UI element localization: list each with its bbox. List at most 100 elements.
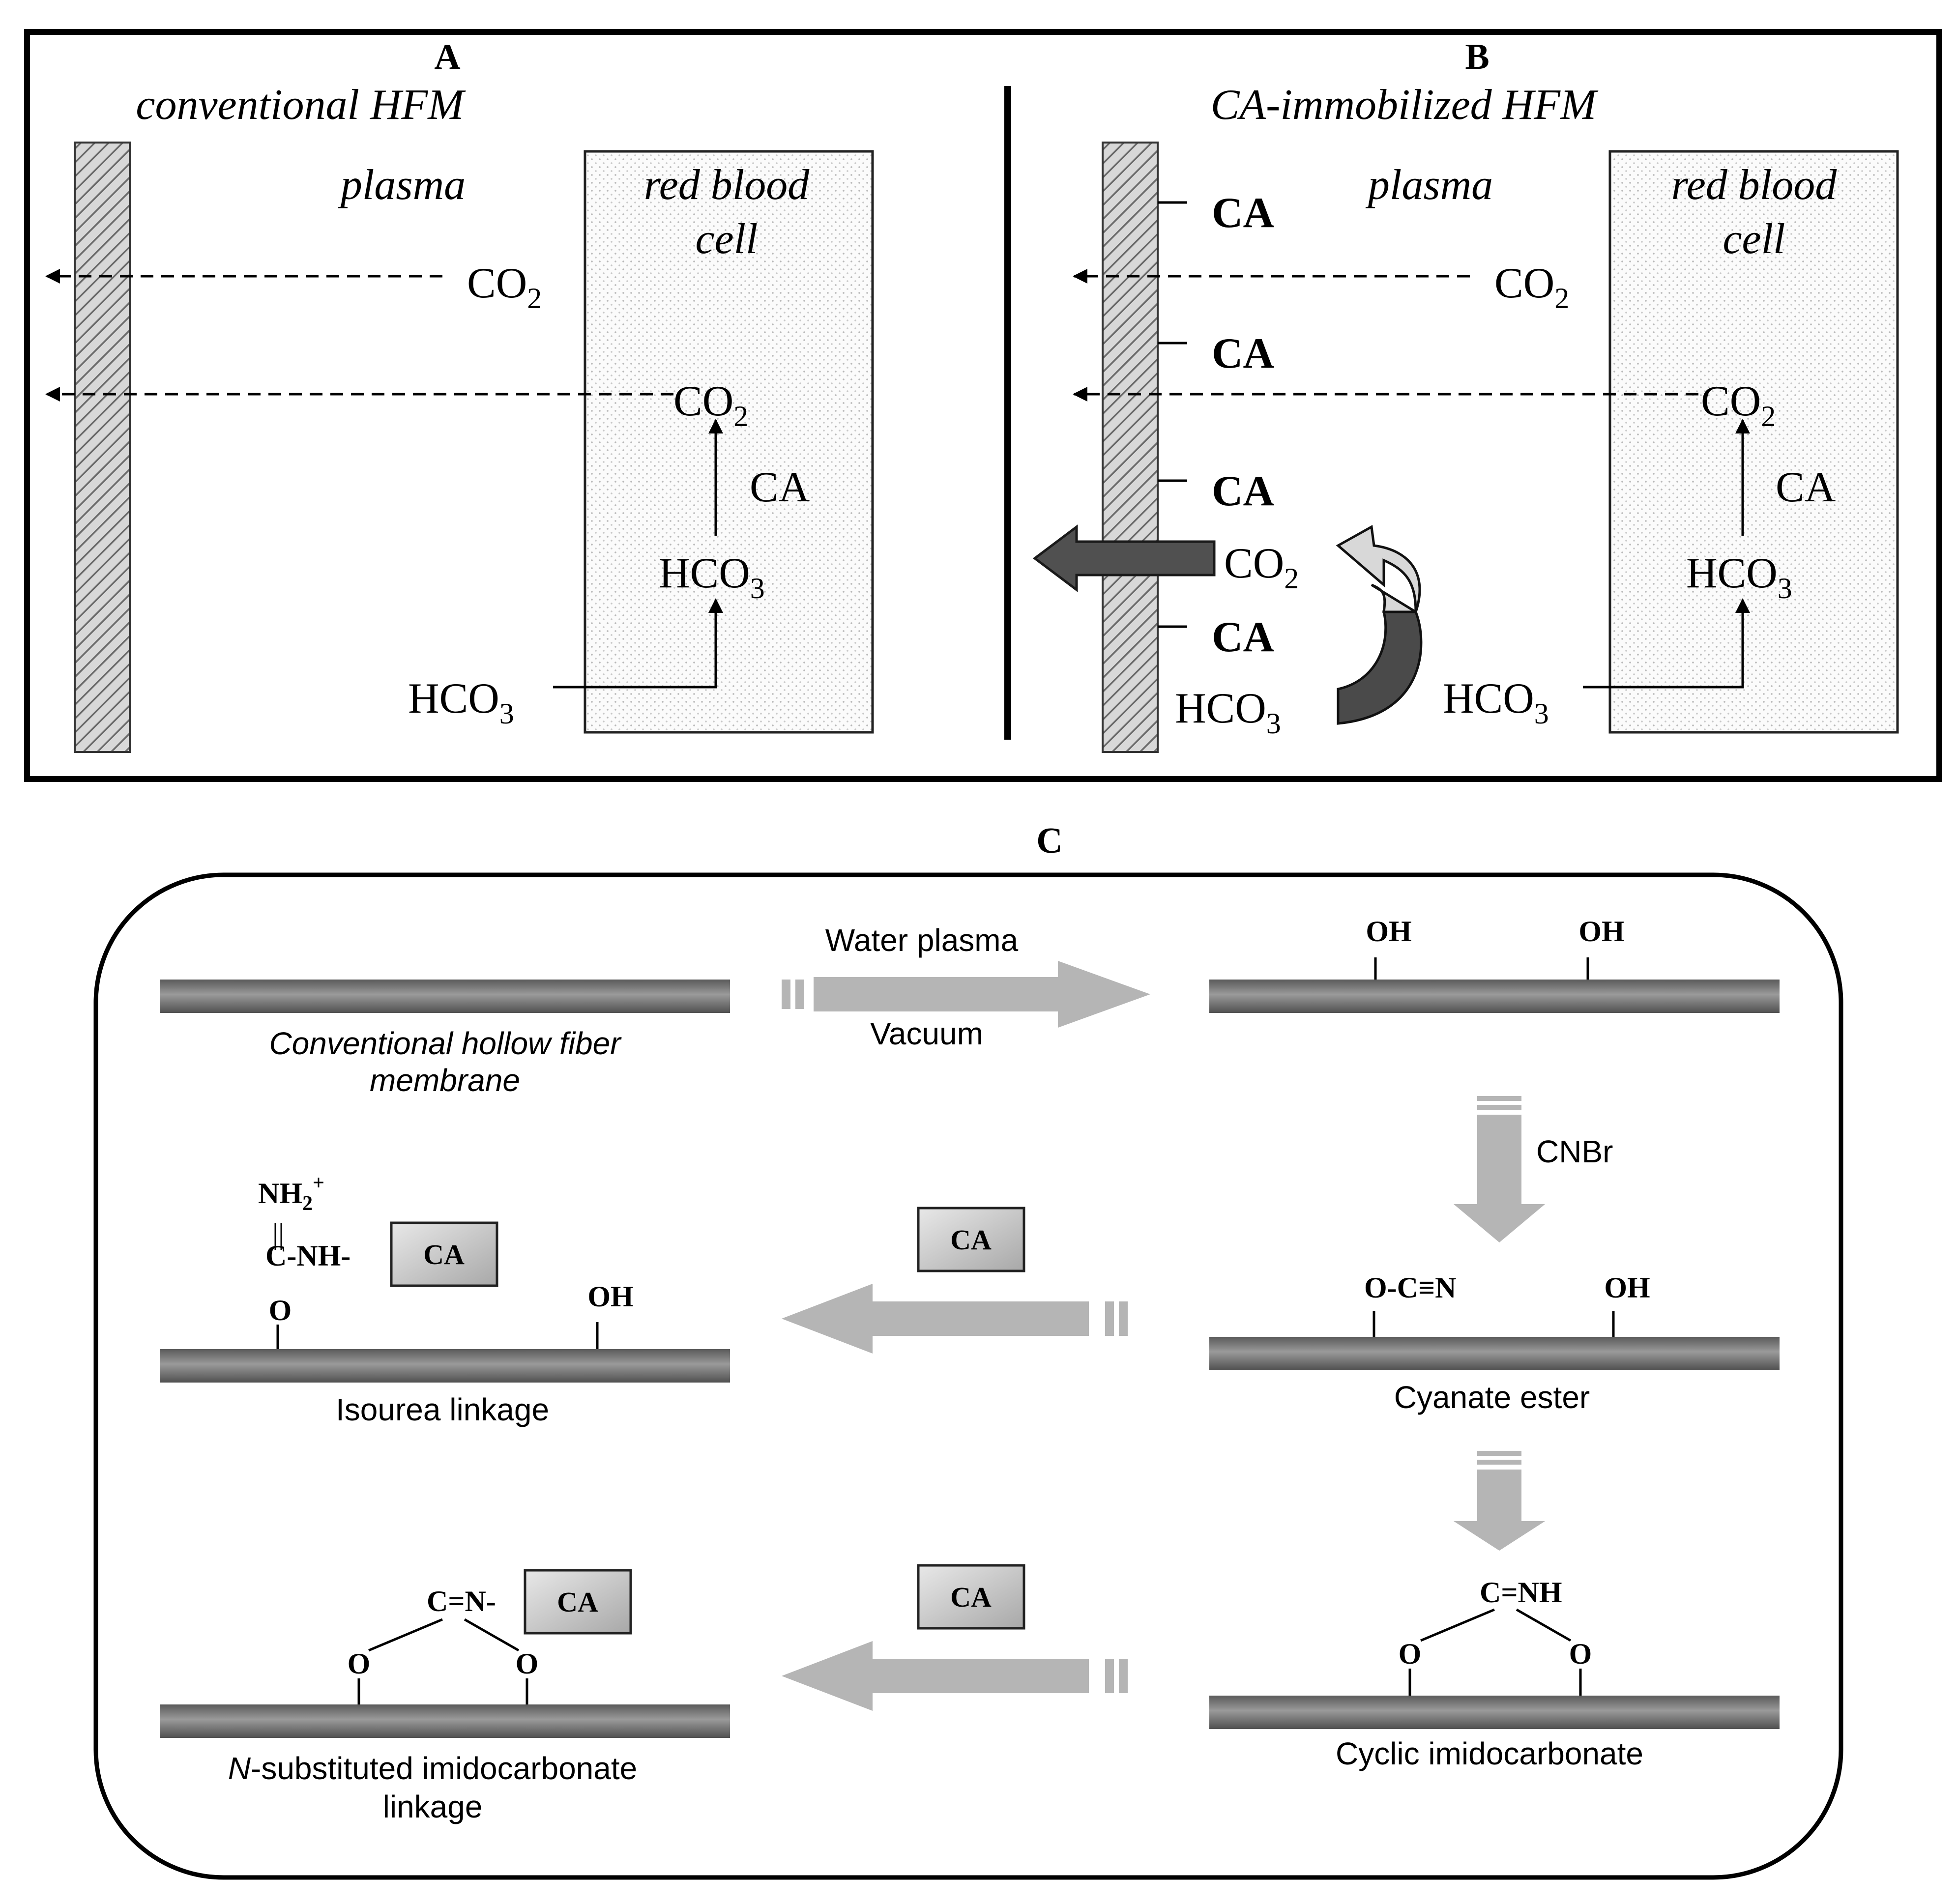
panel-b-title: CA-immobilized HFM: [1211, 81, 1599, 129]
rbc-label-b-2: cell: [1723, 215, 1785, 263]
cyclic-label: Cyclic imidocarbonate: [1336, 1736, 1643, 1771]
co2-label-a-top: CO2: [467, 260, 542, 315]
nsub-label-1: N-substituted imidocarbonate: [228, 1751, 637, 1786]
red-blood-cell-b: [1608, 150, 1899, 734]
isourea-o: O: [269, 1294, 292, 1327]
hco3-label-membrane: HCO3: [1175, 685, 1281, 740]
row3-arrow-dash-2: [1119, 1659, 1128, 1693]
ca-box-row2-label: CA: [950, 1224, 992, 1256]
co2-label-a-inner: CO2: [673, 377, 748, 433]
panel-a-title: conventional HFM: [136, 81, 466, 129]
nsub-label-2: linkage: [383, 1789, 483, 1824]
ca-label-b: CA: [1776, 463, 1836, 511]
panel-a: A conventional HFM plasma red blood cell…: [45, 37, 874, 753]
hco3-label-a-inner: HCO3: [659, 549, 765, 605]
isourea-nh2: NH2+: [258, 1172, 324, 1215]
panel-b: B CA-immobilized HFM plasma red blood ce…: [1032, 37, 1899, 753]
plasma-label-b: plasma: [1365, 161, 1493, 209]
nsub-bond-left: [368, 1618, 443, 1652]
ca-label-a: CA: [750, 463, 810, 511]
ca-box-nsub: [524, 1569, 632, 1635]
step2-label: CNBr: [1536, 1134, 1613, 1169]
facilitated-co2-arrow: [1032, 524, 1216, 593]
ca-box-isourea-label: CA: [423, 1239, 465, 1270]
nsub-group: C=N-: [427, 1585, 496, 1617]
step2-arrow-dash-1: [1477, 1096, 1521, 1101]
red-blood-cell-a: [584, 150, 874, 734]
membrane-b: [1102, 142, 1159, 753]
membrane-ca-3: CA: [1212, 467, 1274, 515]
panel-c-letter: C: [1036, 821, 1062, 861]
row2-arrow: [782, 1284, 1089, 1354]
step1-label-top: Water plasma: [825, 923, 1019, 958]
ca-box-row2: [917, 1207, 1025, 1272]
cyclic-group: C=NH: [1480, 1576, 1562, 1609]
co2-label-membrane: CO2: [1224, 540, 1299, 595]
cyclic-o-left: O: [1399, 1638, 1422, 1670]
panel-a-letter: A: [434, 37, 460, 77]
membrane-ca-2: CA: [1212, 330, 1274, 377]
membrane-a: [74, 142, 131, 753]
co2-label-b-inner: CO2: [1701, 377, 1776, 433]
panel-c: C Conventional hollow fiber membrane Wat…: [93, 821, 1843, 1880]
hco3-transport-arrow-a: [553, 598, 723, 689]
oh-3: OH: [1604, 1271, 1650, 1304]
step1-label-bottom: Vacuum: [870, 1016, 983, 1051]
cyclic-bond-right: [1516, 1608, 1572, 1642]
row2-arrow-dash-2: [1119, 1301, 1128, 1336]
ca-box-row3: [917, 1564, 1025, 1630]
step1-arrow-dash-1: [782, 980, 790, 1009]
oh-2: OH: [1578, 915, 1624, 948]
fiber-hydroxylated: [1209, 980, 1780, 1013]
conventional-label-2: membrane: [370, 1063, 520, 1098]
curved-conversion-arrow-upper: [1336, 525, 1421, 614]
conventional-label-1: Conventional hollow fiber: [269, 1026, 622, 1061]
cyanate-group: O-C≡N: [1364, 1271, 1457, 1304]
nsub-bond-right: [464, 1618, 520, 1652]
fiber-cyclic: [1209, 1696, 1780, 1729]
curved-conversion-arrow-lower: [1337, 610, 1423, 725]
rbc-label-a-1: red blood: [644, 161, 810, 209]
step2-arrow-dash-2: [1477, 1105, 1521, 1110]
step3-arrow-dash-2: [1477, 1460, 1521, 1465]
step1-arrow-dash-2: [795, 980, 804, 1009]
hco3-transport-arrow-b: [1583, 598, 1750, 689]
isourea-double-bond: ||: [272, 1217, 284, 1250]
nsub-o-right: O: [516, 1647, 539, 1680]
step3-arrow: [1454, 1470, 1545, 1551]
ca-box-isourea: [390, 1221, 498, 1287]
row2-arrow-dash-1: [1105, 1301, 1114, 1336]
cyclic-bond-left: [1420, 1608, 1495, 1642]
membrane-ca-4: CA: [1212, 613, 1274, 661]
nsub-o-left: O: [348, 1647, 371, 1680]
plasma-label-a: plasma: [338, 161, 466, 209]
hco3-label-b-inner: HCO3: [1686, 549, 1792, 605]
panel-b-letter: B: [1465, 37, 1489, 77]
hco3-label-a-outer: HCO3: [408, 675, 514, 730]
hco3-label-b-outer: HCO3: [1443, 675, 1549, 730]
rbc-label-a-2: cell: [695, 215, 758, 263]
fiber-isourea: [160, 1349, 730, 1383]
isourea-chain: C-NH-: [265, 1240, 351, 1272]
row3-arrow: [782, 1641, 1089, 1711]
fiber-conventional: [160, 980, 730, 1013]
isourea-label: Isourea linkage: [336, 1392, 549, 1427]
oh-1: OH: [1366, 915, 1411, 948]
panel-c-frame: [93, 872, 1843, 1880]
step3-arrow-dash-1: [1477, 1451, 1521, 1456]
oh-4: OH: [587, 1280, 633, 1313]
step2-arrow: [1454, 1115, 1545, 1242]
co2-label-b-top: CO2: [1494, 260, 1569, 315]
rbc-label-b-1: red blood: [1671, 161, 1837, 209]
ca-box-row3-label: CA: [950, 1581, 992, 1613]
cyanate-label: Cyanate ester: [1394, 1380, 1590, 1415]
panels-ab-frame: [24, 29, 1942, 782]
row3-arrow-dash-1: [1105, 1659, 1114, 1693]
step1-arrow: [814, 961, 1150, 1028]
cyclic-o-right: O: [1569, 1638, 1592, 1670]
fiber-nsub: [160, 1704, 730, 1738]
ca-box-nsub-label: CA: [557, 1586, 598, 1618]
fiber-cyanate: [1209, 1337, 1780, 1370]
membrane-ca-1: CA: [1212, 189, 1274, 237]
